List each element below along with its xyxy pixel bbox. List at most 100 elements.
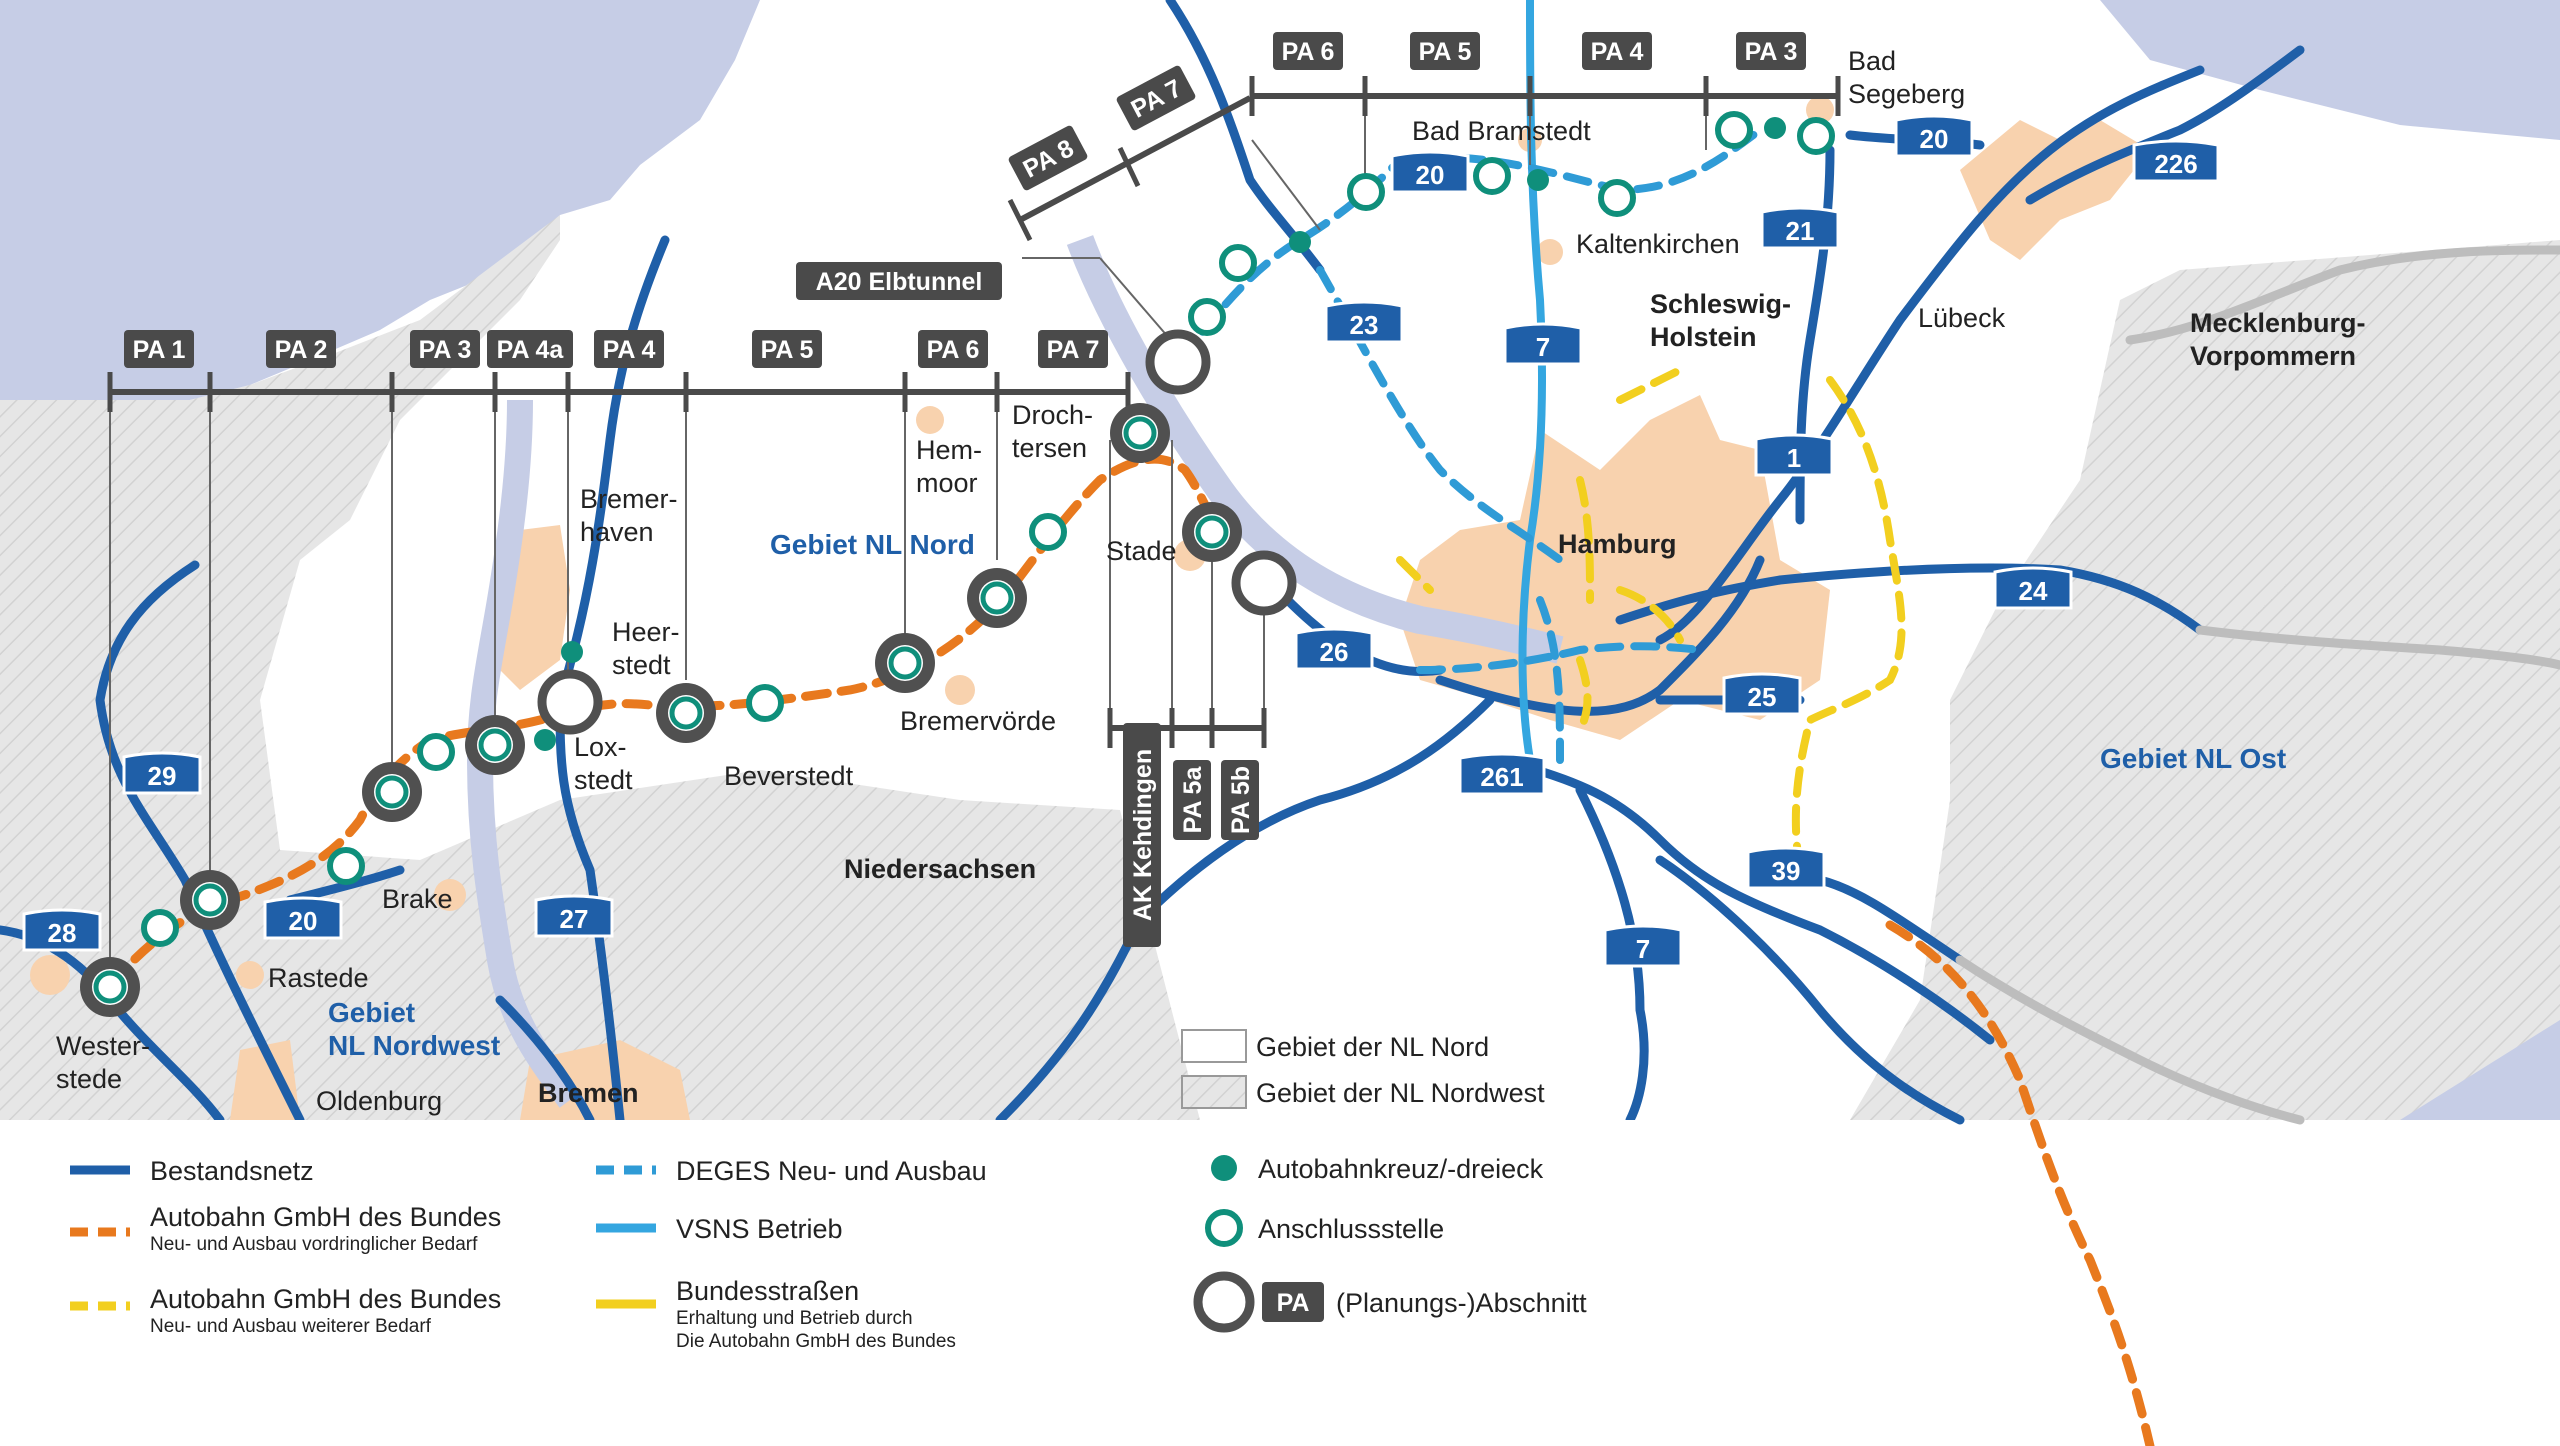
pa-bar-west xyxy=(107,372,1131,970)
sea-northeast xyxy=(2100,0,2560,140)
area-legend-nordwest: Gebiet der NL Nordwest xyxy=(1256,1078,1545,1108)
label-bad-segeberg-line2: Segeberg xyxy=(1848,79,1965,109)
label-westerstede-line2: stede xyxy=(56,1064,122,1094)
pa-west-6: PA 6 xyxy=(927,336,980,364)
label-luebeck: Lübeck xyxy=(1918,303,2006,333)
label-bremerhaven-line1: Bremer- xyxy=(580,484,678,514)
pa-west-4a: PA 4a xyxy=(497,336,565,364)
urban-westerstede xyxy=(30,955,70,995)
pa-west-7: PA 7 xyxy=(1047,336,1100,364)
elbtunnel-label: A20 Elbtunnel xyxy=(816,268,983,296)
label-hemmoor-line2: moor xyxy=(916,468,978,498)
shields: 20 28 29 27 26 261 7 7 23 20 20 21 1 24 … xyxy=(22,114,2220,968)
label-drochtersen-line2: tersen xyxy=(1012,433,1087,463)
label-heerstedt-line2: stedt xyxy=(612,650,671,680)
label-heerstedt-line1: Heer- xyxy=(612,617,680,647)
shield-a7-south: 7 xyxy=(1636,934,1650,964)
urban-brake xyxy=(434,879,466,911)
label-hemmoor-line1: Hem- xyxy=(916,435,982,465)
legend-section-icon xyxy=(1193,1271,1255,1333)
legend-orange-sub: Neu- und Ausbau vordringlicher Bedarf xyxy=(150,1234,478,1255)
shield-a20-east: 20 xyxy=(1416,160,1445,190)
legend-deges: DEGES Neu- und Ausbau xyxy=(676,1156,987,1186)
shield-a25: 25 xyxy=(1748,682,1777,712)
sea-north xyxy=(0,0,760,405)
label-schleswig-holstein-line1: Schleswig- xyxy=(1650,289,1791,319)
legend: Bestandsnetz Autobahn GmbH des Bundes Ne… xyxy=(0,1120,1772,1446)
junction-rings xyxy=(141,111,1835,947)
urban-bad-segeberg xyxy=(1806,96,1834,124)
pa-west-1: PA 1 xyxy=(133,336,186,364)
label-bad-bramstedt: Bad Bramstedt xyxy=(1412,116,1591,146)
legend-orange-title: Autobahn GmbH des Bundes xyxy=(150,1202,501,1232)
river-elbe xyxy=(1066,235,1564,664)
legend-bundesstrassen-sub2: Die Autobahn GmbH des Bundes xyxy=(676,1331,956,1352)
label-beverstedt: Beverstedt xyxy=(724,761,854,791)
sea-east-corner xyxy=(2400,1020,2560,1120)
pa-east-3: PA 3 xyxy=(1745,38,1798,66)
pa-tags-west: PA 1 PA 2 PA 3 PA 4a PA 4 PA 5 PA 6 PA 7 xyxy=(124,330,1108,368)
pa-east-5: PA 5 xyxy=(1419,38,1472,66)
label-mecklenburg-vorpommern-line2: Vorpommern xyxy=(2190,341,2356,371)
shield-a7-north: 7 xyxy=(1536,332,1550,362)
shield-a21: 21 xyxy=(1786,216,1815,246)
shield-a24: 24 xyxy=(2019,576,2048,606)
label-loxstedt-line1: Lox- xyxy=(574,732,627,762)
pa-west-3: PA 3 xyxy=(419,336,472,364)
label-schleswig-holstein-line2: Holstein xyxy=(1650,322,1757,352)
interchange-dots xyxy=(534,117,1786,751)
legend-bundesstrassen-title: Bundesstraßen xyxy=(676,1276,859,1306)
pa-east-6: PA 6 xyxy=(1282,38,1335,66)
legend-yellow-title: Autobahn GmbH des Bundes xyxy=(150,1284,501,1314)
label-bad-segeberg-line1: Bad xyxy=(1848,46,1896,76)
section-markers xyxy=(537,329,1297,735)
legend-interchange: Autobahnkreuz/-dreieck xyxy=(1258,1154,1544,1184)
pa-east-4: PA 4 xyxy=(1591,38,1644,66)
label-niedersachsen: Niedersachsen xyxy=(844,854,1036,884)
bundesstrasse-grey xyxy=(1955,245,2560,1125)
ost-area xyxy=(1850,240,2560,1120)
label-stade: Stade xyxy=(1106,536,1177,566)
shield-a20-luebeck: 20 xyxy=(1920,124,1949,154)
shield-a20-west: 20 xyxy=(289,906,318,936)
legend-junction-icon xyxy=(1205,1209,1243,1247)
shield-a226: 226 xyxy=(2154,149,2197,179)
pa-5a: PA 5a xyxy=(1179,766,1207,834)
label-oldenburg: Oldenburg xyxy=(316,1086,442,1116)
pa-west-4: PA 4 xyxy=(603,336,656,364)
shield-a261: 261 xyxy=(1480,762,1523,792)
label-drochtersen-line1: Droch- xyxy=(1012,400,1093,430)
shield-a27: 27 xyxy=(560,904,589,934)
label-westerstede-line1: Wester- xyxy=(56,1031,150,1061)
label-brake: Brake xyxy=(382,884,453,914)
pa-west-5: PA 5 xyxy=(761,336,814,364)
legend-vsns: VSNS Betrieb xyxy=(676,1214,843,1244)
place-labels: Wester-stedeRastedeOldenburgBrakeBremenB… xyxy=(56,46,2366,1116)
urban-hamburg xyxy=(1400,395,1830,740)
urban-rastede xyxy=(236,961,264,989)
urban-oldenburg xyxy=(230,1040,300,1120)
pa-ak-kehdingen: AK Kehdingen xyxy=(1129,749,1157,921)
shield-a39: 39 xyxy=(1772,856,1801,886)
area-legend: Gebiet der NL Nord Gebiet der NL Nordwes… xyxy=(1181,1029,1545,1109)
pa-bar-east xyxy=(1249,76,1841,231)
section-junction-markers xyxy=(80,403,1242,1017)
motorway-network xyxy=(0,0,2305,1125)
pa-5b: PA 5b xyxy=(1227,766,1255,834)
legend-section: (Planungs-)Abschnitt xyxy=(1336,1288,1587,1318)
label-bremen: Bremen xyxy=(538,1078,639,1108)
urban-kaltenkirchen xyxy=(1537,239,1563,265)
bundesstrassen-yellow xyxy=(1396,366,1906,874)
shield-a1: 1 xyxy=(1787,443,1801,473)
urban-hemmoor xyxy=(916,406,944,434)
label-nl-nordwest-line1: Gebiet xyxy=(328,997,415,1028)
label-kaltenkirchen: Kaltenkirchen xyxy=(1576,229,1740,259)
label-loxstedt-line2: stedt xyxy=(574,765,633,795)
urban-bremervoerde xyxy=(945,675,975,705)
shield-a23: 23 xyxy=(1350,310,1379,340)
label-nl-nordwest-line2: NL Nordwest xyxy=(328,1030,500,1061)
label-bremerhaven-line2: haven xyxy=(580,517,654,547)
pa-west-2: PA 2 xyxy=(275,336,328,364)
